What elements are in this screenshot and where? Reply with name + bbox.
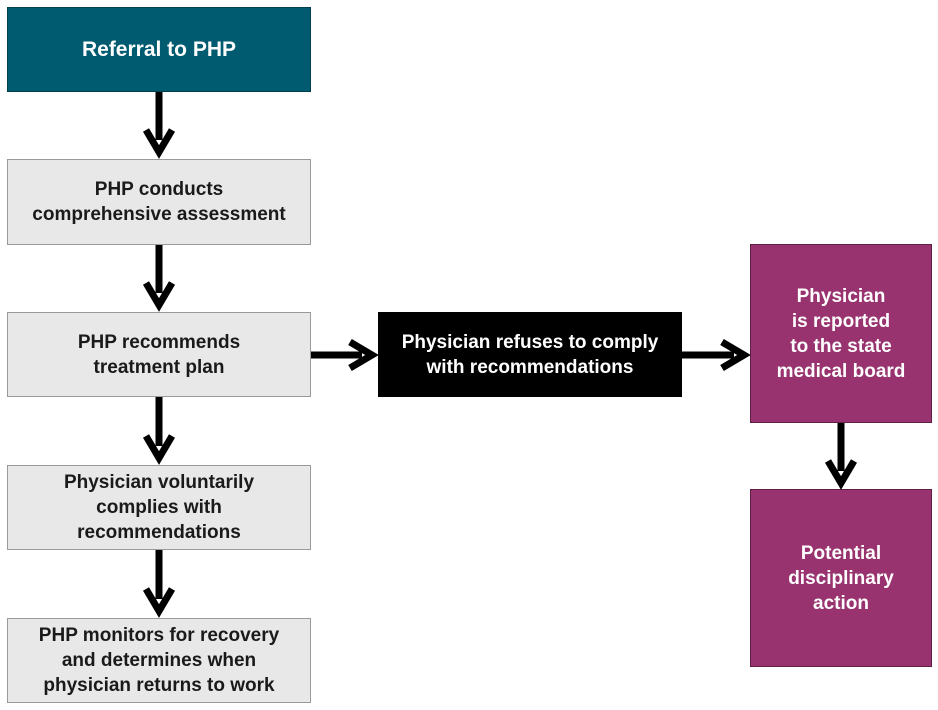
node-complies-line: recommendations (77, 522, 241, 543)
node-assessment-line: PHP conducts (94, 179, 224, 200)
arrow-recommends-to-refuses (311, 338, 379, 372)
node-refuses: Physician refuses to comply with recomme… (378, 312, 682, 397)
node-referral-line: Referral to PHP (81, 38, 237, 61)
node-referral: Referral to PHP (7, 7, 311, 92)
node-reported-line: medical board (776, 360, 906, 382)
node-complies-line: complies with (96, 497, 222, 518)
node-assessment-line: comprehensive assessment (32, 204, 286, 225)
node-reported-line: to the state (790, 335, 892, 357)
arrow-reported-to-disciplinary (824, 423, 858, 490)
node-monitors: PHP monitors for recovery and determines… (7, 618, 311, 703)
node-disciplinary: Potential disciplinary action (750, 489, 932, 667)
node-monitors-line: and determines when (61, 650, 257, 671)
node-complies-line: Physician voluntarily (63, 472, 255, 493)
node-refuses-line: with recommendations (426, 356, 634, 378)
node-reported-line: is reported (791, 310, 891, 332)
node-recommends-line: PHP recommends (77, 331, 241, 353)
arrow-referral-to-assessment (142, 92, 176, 159)
arrow-recommends-to-complies (142, 397, 176, 465)
node-disciplinary-line: disciplinary (788, 567, 894, 589)
node-refuses-line: Physician refuses to comply (401, 331, 659, 353)
node-recommends-line: treatment plan (93, 356, 225, 378)
node-reported: Physician is reported to the state medic… (750, 244, 932, 423)
node-disciplinary-line: action (813, 592, 869, 614)
arrow-complies-to-monitors (142, 550, 176, 618)
node-reported-line: Physician (796, 285, 886, 307)
node-monitors-line: physician returns to work (43, 675, 275, 696)
node-complies: Physician voluntarily complies with reco… (7, 465, 311, 550)
arrow-refuses-to-reported (682, 338, 751, 372)
node-disciplinary-line: Potential (800, 542, 882, 564)
node-assessment: PHP conducts comprehensive assessment (7, 159, 311, 245)
node-recommends: PHP recommends treatment plan (7, 312, 311, 397)
arrow-assessment-to-recommends (142, 245, 176, 312)
node-monitors-line: PHP monitors for recovery (38, 625, 280, 646)
